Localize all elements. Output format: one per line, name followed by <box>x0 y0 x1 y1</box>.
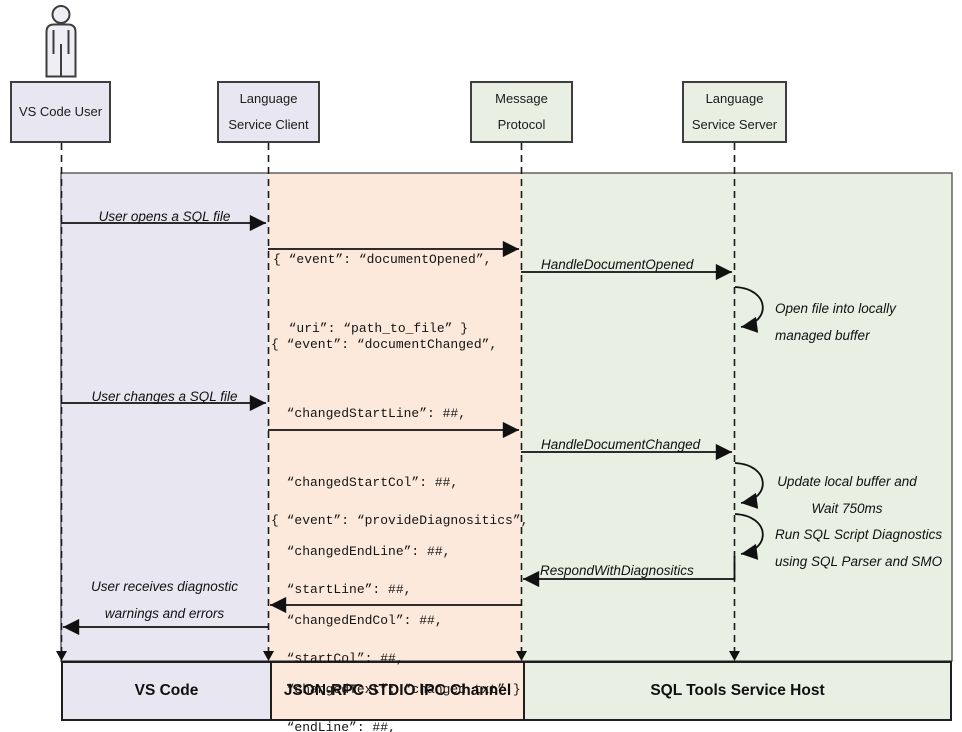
footer-label: VS Code <box>134 682 199 699</box>
actor-label: Service Server <box>691 117 778 132</box>
json-line: “changedStartCol”: ##, <box>271 475 459 490</box>
note-line: Wait 750ms <box>811 501 883 516</box>
self-loop-open-buffer <box>734 286 764 333</box>
label-user-opens-file: User opens a SQL file <box>98 209 231 224</box>
arrow-respond-with-diagnostics <box>523 556 736 588</box>
label-handle-document-opened: HandleDocumentOpened <box>541 257 694 272</box>
json-line: “changedStartLine”: ##, <box>271 406 467 421</box>
actor-box-message-protocol: Message Protocol <box>470 81 573 143</box>
actor-label: Language <box>705 91 764 106</box>
json-line: { “event”: “documentChanged”, <box>271 337 498 352</box>
json-document-opened: { “event”: “documentOpened”, “uri”: “pat… <box>273 202 491 386</box>
note-run-diagnostics: Run SQL Script Diagnostics using SQL Par… <box>775 521 942 575</box>
footer-ipc-channel: JSON-RPC STDIO IPC Channel <box>270 663 523 719</box>
json-line: “changedEndLine”: ##, <box>271 544 451 559</box>
self-loop-update-buffer <box>734 462 764 509</box>
json-line: “endLine”: ##, <box>271 720 396 732</box>
label-receive-diagnostics: User receives diagnostic warnings and er… <box>61 573 268 627</box>
json-line: “startLine”: ##, <box>271 582 412 597</box>
footer-service-host: SQL Tools Service Host <box>523 663 950 719</box>
label-line: warnings and errors <box>104 606 225 621</box>
note-line: Update local buffer and <box>777 474 917 489</box>
actor-box-language-service-server: Language Service Server <box>682 81 787 143</box>
label-line: User receives diagnostic <box>90 579 239 594</box>
actor-label: Protocol <box>497 117 546 132</box>
lane-service-host <box>521 173 952 661</box>
swimlanes <box>60 172 953 662</box>
message-arrows <box>61 214 764 636</box>
lane-vscode <box>61 173 268 661</box>
json-line: “changedText”: “changed txt” } <box>271 682 521 697</box>
json-line: { “event”: “provideDiagnositics”, <box>271 513 529 528</box>
json-line: { “event”: “documentOpened”, <box>273 252 492 267</box>
lane-ipc-channel <box>268 173 521 661</box>
json-line: “uri”: “path_to_file” } <box>273 321 469 336</box>
actor-box-vscode-user: VS Code User <box>10 81 111 143</box>
note-line: using SQL Parser and SMO <box>775 554 943 569</box>
json-line: “startCol”: ##, <box>271 651 404 666</box>
lifeline-end-arrowheads <box>56 651 740 661</box>
person-icon <box>45 5 77 78</box>
json-line: “changedEndCol”: ##, <box>271 613 443 628</box>
note-line: Open file into locally <box>775 301 896 316</box>
footer-label: JSON-RPC STDIO IPC Channel <box>283 682 512 699</box>
footer-label: SQL Tools Service Host <box>650 682 825 699</box>
label-handle-document-changed: HandleDocumentChanged <box>541 437 701 452</box>
actor-label: Message <box>495 91 548 106</box>
actor-box-language-service-client: Language Service Client <box>217 81 320 143</box>
json-document-changed: { “event”: “documentChanged”, “changedSt… <box>271 287 521 732</box>
self-loop-run-diagnostics <box>734 513 764 560</box>
label-respond-with-diagnostics: RespondWithDiagnositics <box>540 563 694 578</box>
footer-row: VS Code JSON-RPC STDIO IPC Channel SQL T… <box>61 661 952 721</box>
note-update-buffer: Update local buffer and Wait 750ms <box>771 468 923 522</box>
label-user-changes-file: User changes a SQL file <box>91 389 238 404</box>
actor-label: Language <box>239 91 298 106</box>
note-line: managed buffer <box>775 328 870 343</box>
actor-label: VS Code User <box>18 104 103 119</box>
actor-label: Service Client <box>228 117 309 132</box>
footer-vscode: VS Code <box>63 663 270 719</box>
note-line: Run SQL Script Diagnostics <box>775 527 943 542</box>
note-open-buffer: Open file into locally managed buffer <box>775 295 896 349</box>
json-provide-diagnostics: { “event”: “provideDiagnositics”, “start… <box>271 463 528 732</box>
